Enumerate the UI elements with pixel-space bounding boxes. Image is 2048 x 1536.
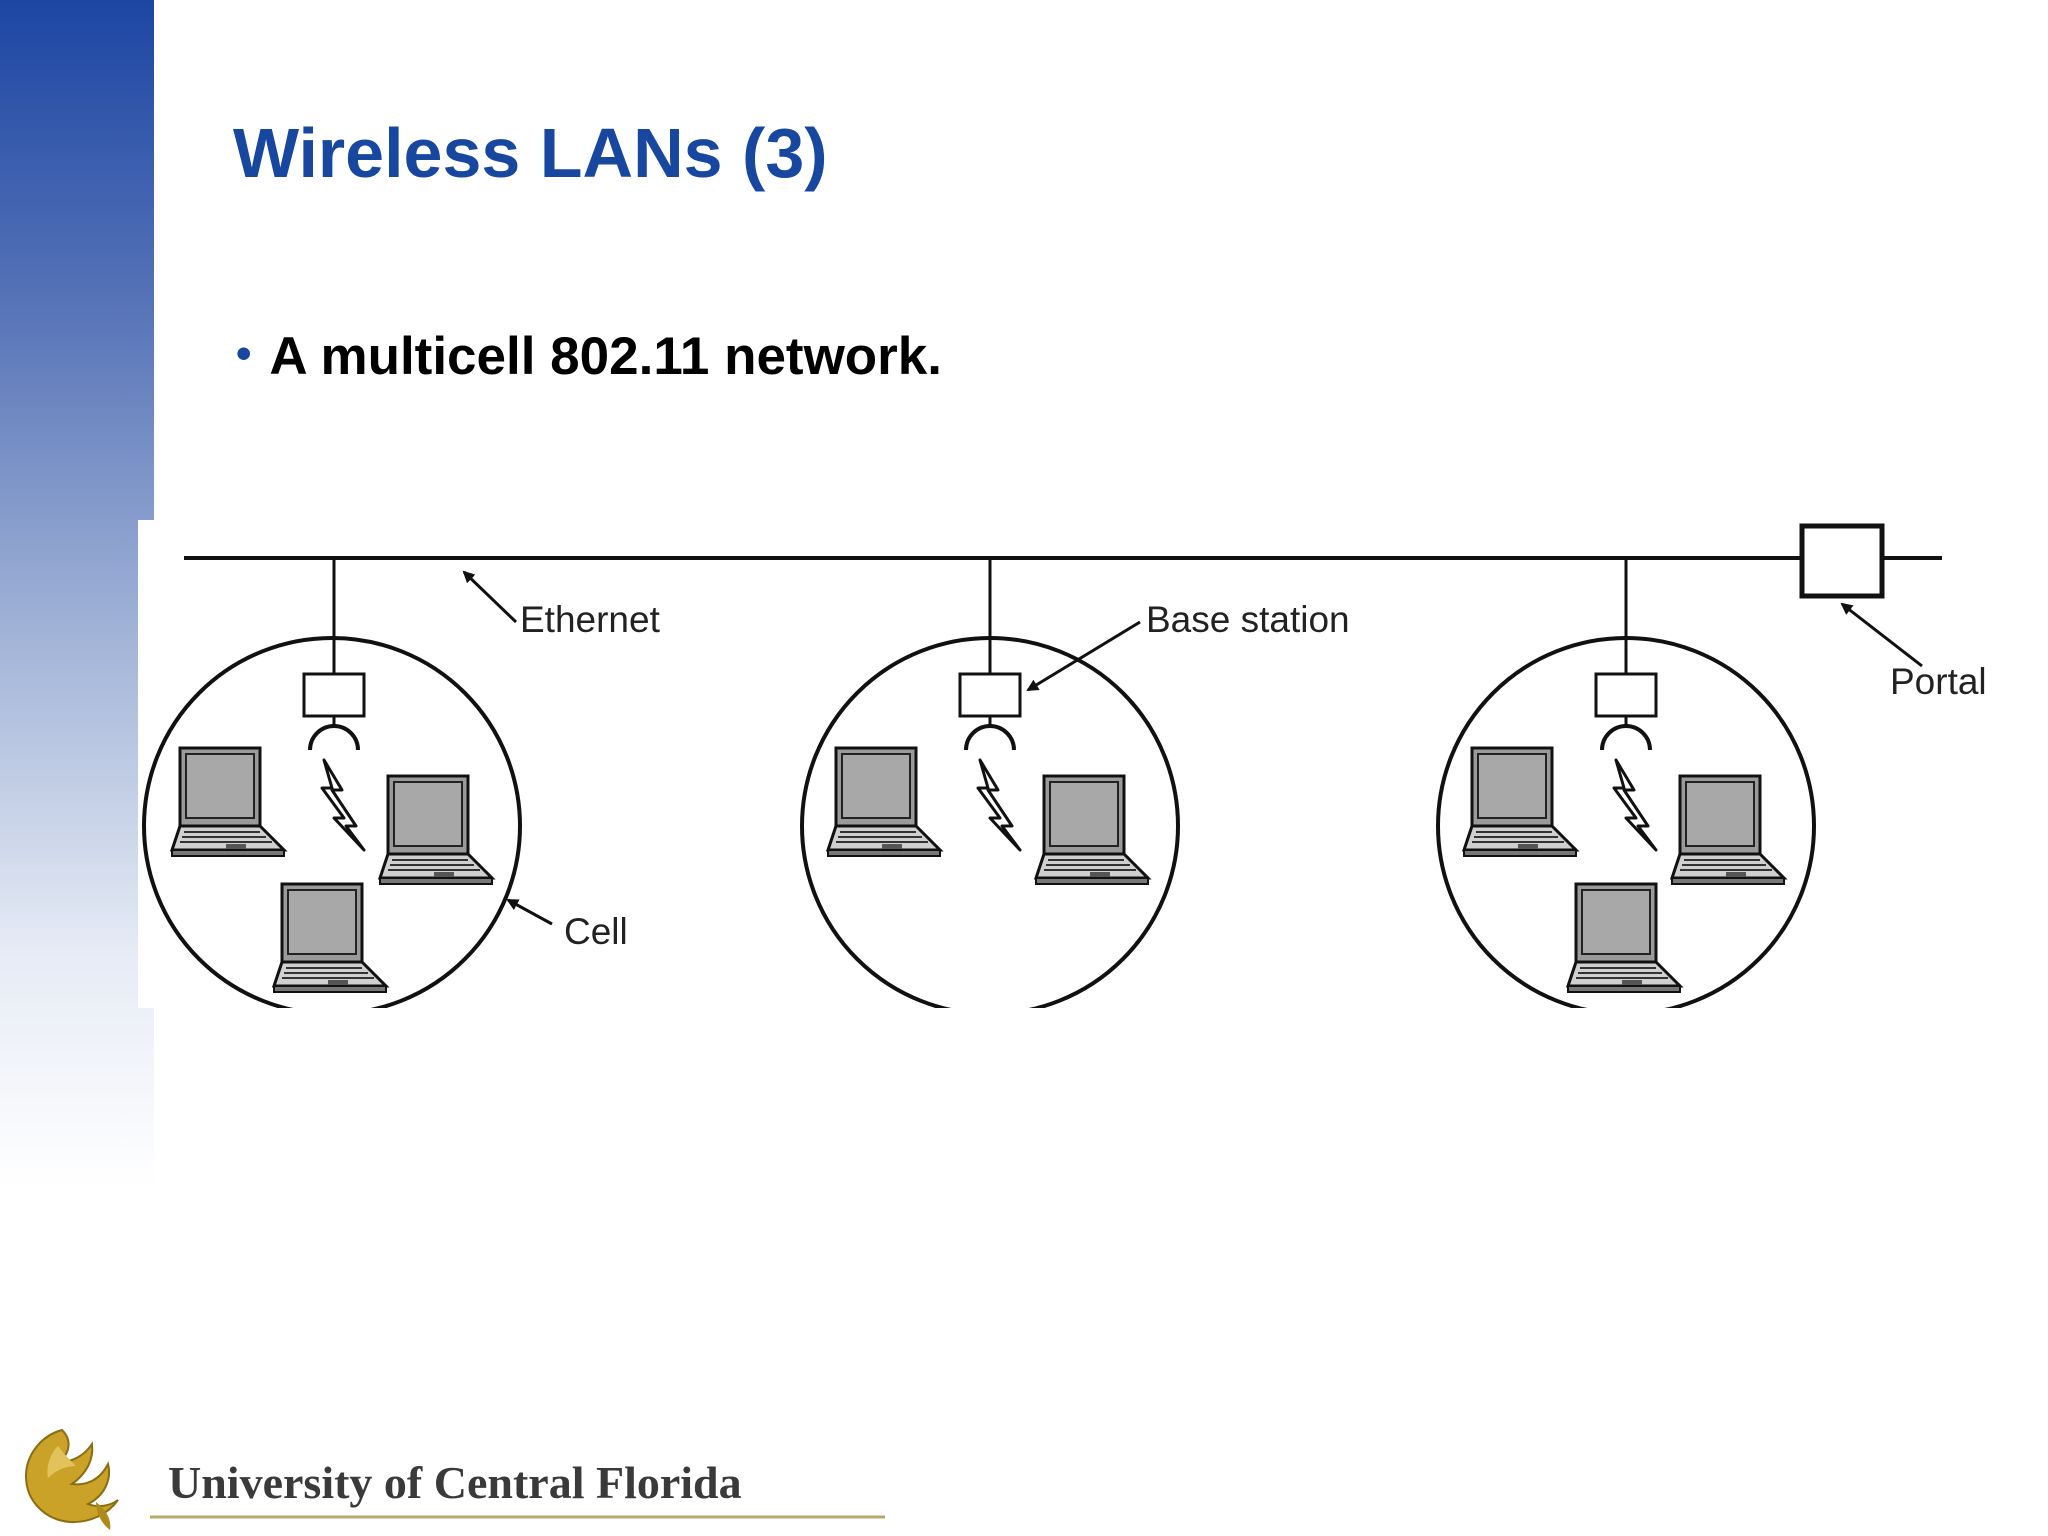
slide-title: Wireless LANs (3) (233, 114, 828, 192)
laptop-icon (826, 746, 942, 858)
laptop-icon (1462, 746, 1578, 858)
lightning-icon (1612, 758, 1658, 852)
ethernet-arrow (462, 570, 518, 624)
portal-arrow (1840, 602, 1923, 668)
bullet-text: A multicell 802.11 network. (269, 327, 942, 386)
lightning-icon (976, 758, 1022, 852)
portal-label: Portal (1890, 661, 1987, 702)
laptop-icon (272, 882, 388, 994)
laptop-icon (1566, 882, 1682, 994)
cell-3 (1436, 558, 1816, 1008)
radio-antenna-icon (308, 724, 360, 751)
cell-2 (800, 558, 1180, 1008)
radio-antenna-icon (1600, 724, 1652, 751)
cell-label: Cell (564, 911, 628, 952)
network-diagram-svg: Ethernet Base station Portal Cell (142, 523, 1987, 1008)
cell-1 (142, 558, 522, 1008)
base-station-1 (302, 672, 366, 718)
ethernet-label: Ethernet (520, 599, 661, 640)
network-diagram: Ethernet Base station Portal Cell (138, 520, 1998, 1008)
base-station-label: Base station (1146, 599, 1350, 640)
laptop-icon (170, 746, 286, 858)
cell-arrow (506, 898, 553, 926)
base-station-arrow (1026, 620, 1141, 692)
bullet-item: • A multicell 802.11 network. (236, 330, 942, 383)
university-name: University of Central Florida (168, 1457, 742, 1508)
laptop-icon (1670, 774, 1786, 886)
portal-box (1799, 523, 1885, 599)
base-station-2 (958, 672, 1022, 718)
side-gradient-bar (0, 0, 154, 1190)
bullet-dot-icon: • (236, 329, 252, 378)
base-station-3 (1594, 672, 1658, 718)
radio-antenna-icon (964, 724, 1016, 751)
pegasus-logo-icon (24, 1428, 119, 1530)
footer-branding: University of Central Florida (0, 1410, 900, 1536)
laptop-icon (1034, 774, 1150, 886)
laptop-icon (378, 774, 494, 886)
lightning-icon (320, 758, 366, 852)
